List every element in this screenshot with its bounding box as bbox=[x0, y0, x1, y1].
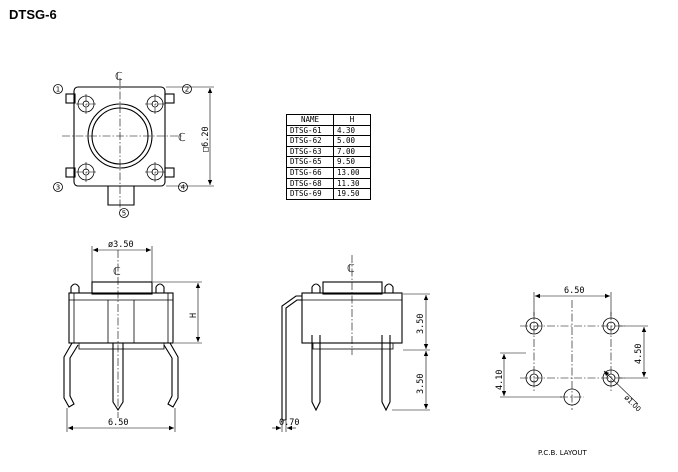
top-size-label: □6.20 bbox=[201, 126, 211, 152]
cell-name: DTSG-61 bbox=[286, 124, 334, 137]
side-view: ℂ 3.50 3.50 0.70 bbox=[272, 255, 430, 432]
pcb-hole-label: ø1.00 bbox=[623, 394, 643, 414]
cell-h: 13.00 bbox=[333, 166, 371, 179]
pcb-layout: 6.50 4.50 4.10 ø1.00 P.C.B. LAYOUT bbox=[495, 286, 648, 457]
front-plunger bbox=[91, 281, 153, 295]
cell-name: DTSG-63 bbox=[286, 145, 334, 158]
pin-1-label: 1 bbox=[56, 86, 60, 94]
pin-5-label: 5 bbox=[122, 210, 126, 218]
pin-2-label: 2 bbox=[185, 86, 189, 94]
front-view: ℂ ø3.50 H 6.50 bbox=[63, 240, 202, 432]
cell-h: 7.00 bbox=[333, 145, 371, 158]
front-centerline-label: ℂ bbox=[113, 265, 121, 278]
cell-h: 5.00 bbox=[333, 135, 371, 147]
cell-name: DTSG-65 bbox=[286, 156, 334, 168]
side-plunger bbox=[322, 281, 383, 295]
cell-name: DTSG-62 bbox=[286, 135, 334, 147]
table-header-row: NAME H bbox=[286, 114, 371, 126]
front-width-label: 6.50 bbox=[108, 418, 128, 428]
cell-name: DTSG-66 bbox=[286, 166, 334, 179]
front-height-label: H bbox=[189, 313, 199, 318]
front-diameter-label: ø3.50 bbox=[108, 240, 134, 250]
plunger-outer bbox=[87, 103, 153, 169]
top-view: ℂ ℂ 1 2 3 4 5 □6.20 bbox=[53, 70, 214, 218]
pcb-left-label: 4.10 bbox=[495, 370, 505, 390]
pin-3-label: 3 bbox=[56, 184, 60, 192]
pin-tab-1 bbox=[65, 93, 76, 104]
side-lower-label: 3.50 bbox=[416, 374, 426, 394]
pin-4-label: 4 bbox=[181, 184, 186, 192]
pin-tab-3 bbox=[65, 167, 76, 178]
cell-name: DTSG-68 bbox=[286, 177, 334, 190]
header-name: NAME bbox=[286, 114, 334, 126]
pcb-right-label: 4.50 bbox=[634, 344, 644, 364]
top-centerline-label-h: ℂ bbox=[178, 131, 186, 144]
cell-h: 4.30 bbox=[333, 124, 371, 137]
cell-h: 19.50 bbox=[333, 188, 371, 200]
front-body bbox=[68, 292, 174, 344]
stem-tab bbox=[107, 186, 135, 206]
side-centerline-label: ℂ bbox=[347, 262, 355, 275]
switch-body-top bbox=[73, 86, 166, 187]
pcb-caption: P.C.B. LAYOUT bbox=[538, 449, 588, 457]
pin-tab-2 bbox=[164, 93, 175, 104]
top-centerline-label: ℂ bbox=[115, 70, 123, 83]
cell-h: 9.50 bbox=[333, 156, 371, 168]
pcb-width-label: 6.50 bbox=[564, 286, 584, 296]
cell-name: DTSG-69 bbox=[286, 188, 334, 200]
side-thickness-label: 0.70 bbox=[279, 418, 299, 428]
side-upper-label: 3.50 bbox=[416, 314, 426, 334]
header-h: H bbox=[333, 114, 371, 126]
page-title: DTSG-6 bbox=[9, 7, 57, 22]
cell-h: 11.30 bbox=[333, 177, 371, 190]
pin-tab-4 bbox=[164, 167, 175, 178]
